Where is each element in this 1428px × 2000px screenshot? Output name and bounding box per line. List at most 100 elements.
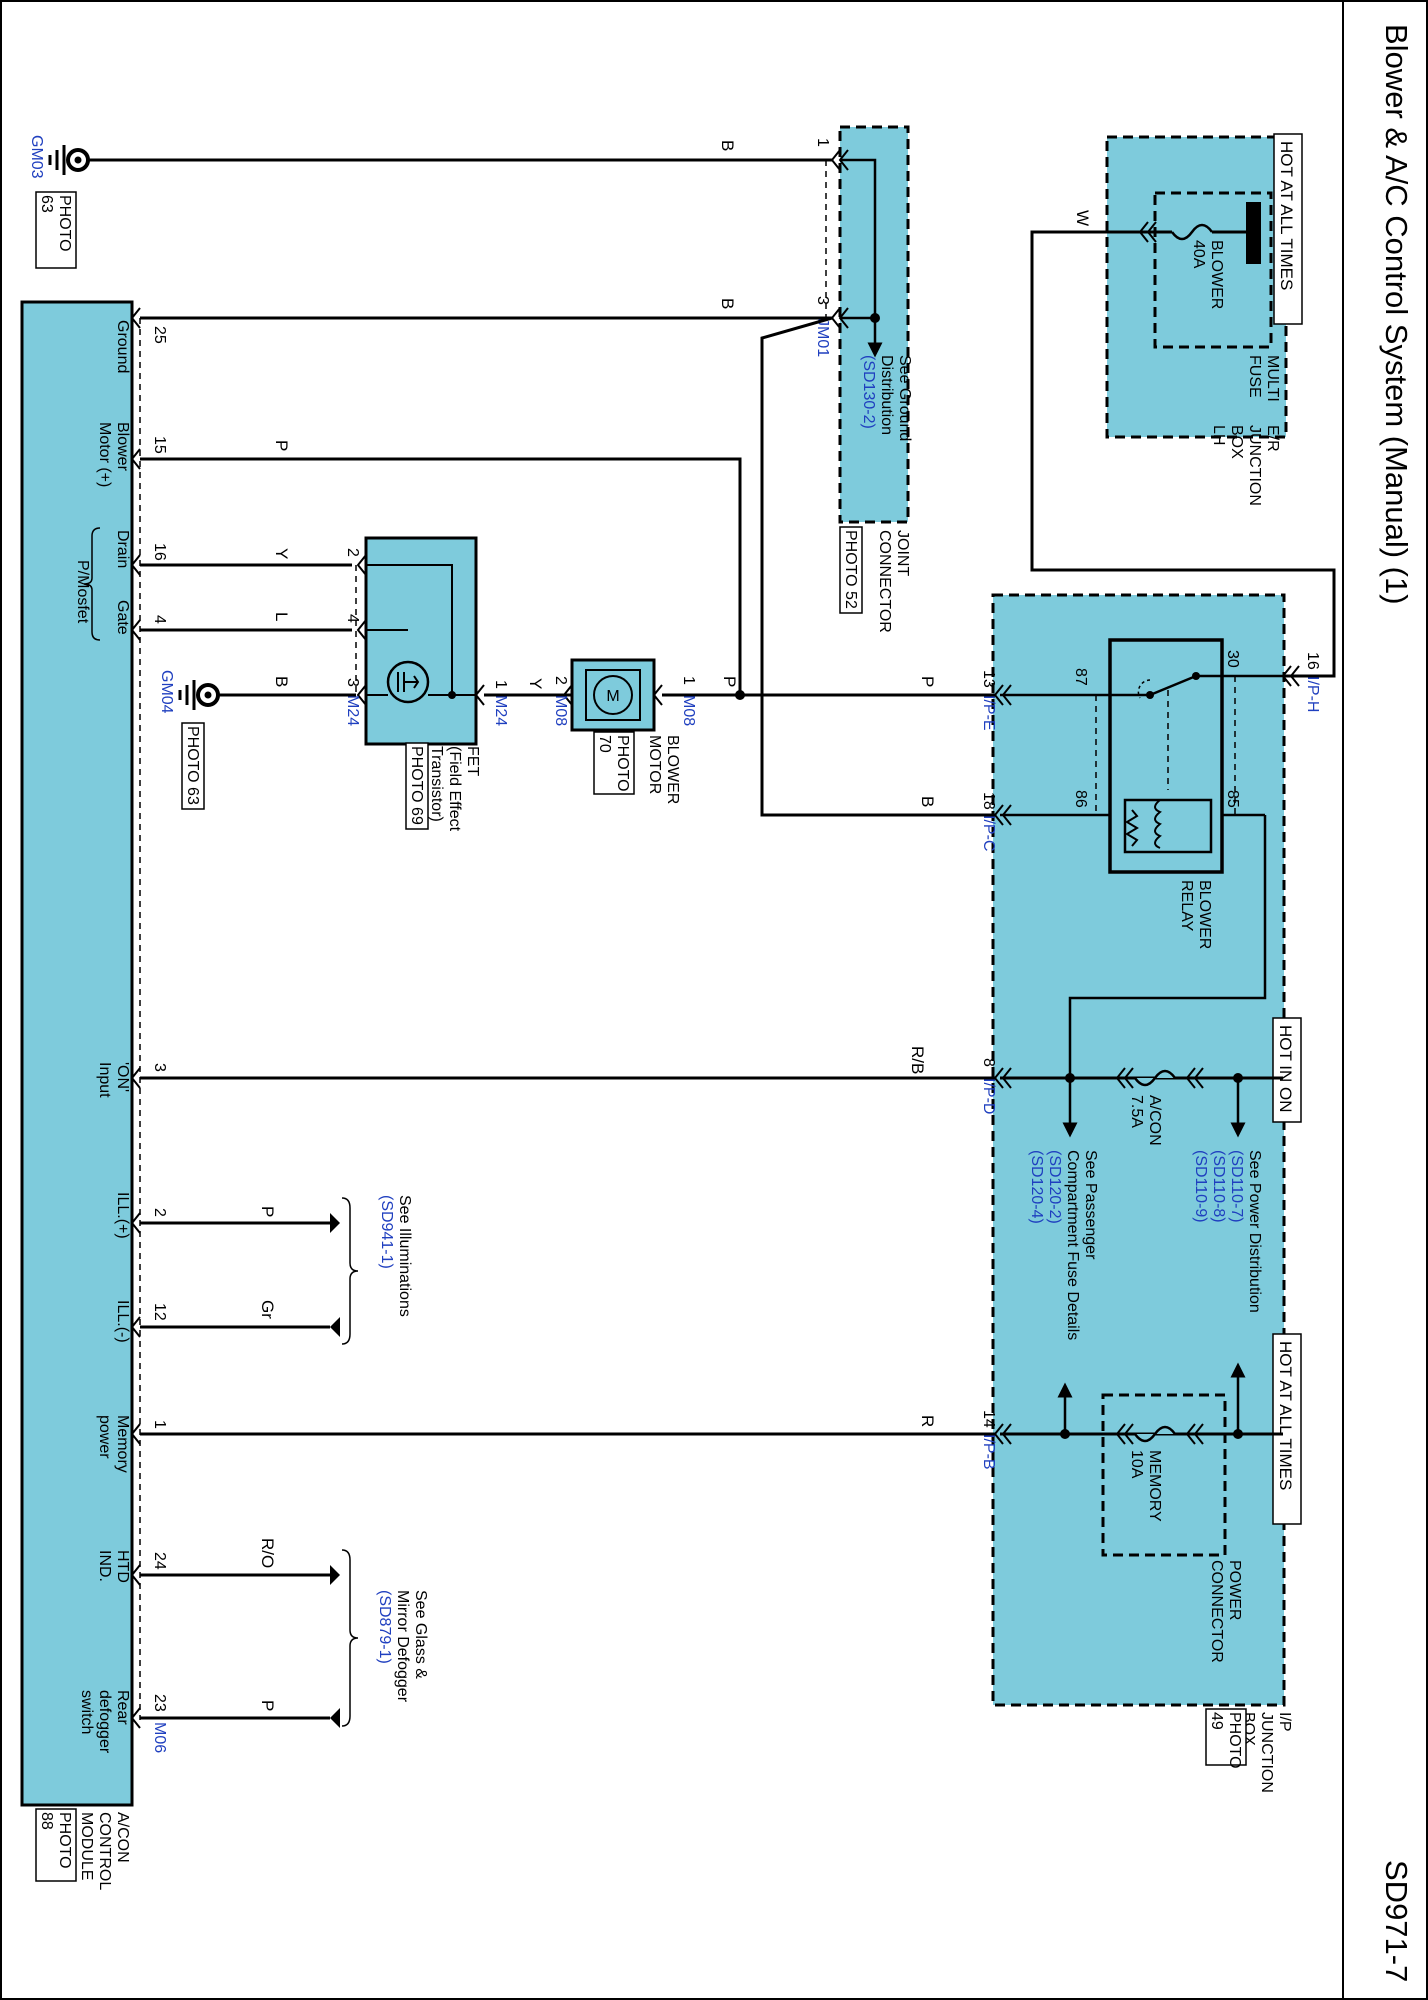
wire-color-ill-pos: P bbox=[258, 1206, 277, 1217]
joint-internal-wire bbox=[840, 158, 877, 318]
gm04-photo-badge bbox=[181, 722, 205, 810]
motor-photo-num: 70 bbox=[596, 735, 613, 753]
module-pin-15: 15 bbox=[151, 436, 168, 454]
ground-gm04-dot bbox=[204, 691, 212, 699]
ip-b-connector: I/P-B bbox=[980, 1434, 997, 1470]
connector-chevron-icon-25 bbox=[356, 684, 367, 706]
pass-fuse-ref-1[interactable]: (SD120-2) bbox=[1046, 1150, 1063, 1224]
fet-name-3: Transistor) bbox=[428, 746, 445, 822]
connector-chevron-icon-14 bbox=[130, 448, 141, 470]
module-pin-3: 3 bbox=[151, 1063, 168, 1072]
pin-label-on: 'ON' bbox=[114, 1062, 131, 1092]
blower-relay bbox=[1108, 638, 1224, 874]
illum-brace bbox=[341, 1197, 359, 1345]
gm03-photo-num: 63 bbox=[38, 195, 55, 213]
connector-chevron-icon-27 bbox=[562, 684, 573, 706]
wire-color-fet-gnd: B bbox=[272, 676, 291, 687]
fet-name: FET bbox=[464, 746, 481, 776]
gm04-photo: PHOTO 63 bbox=[184, 726, 201, 805]
joint-pin-1: 1 bbox=[814, 138, 831, 147]
pin-label-rear: Rear bbox=[114, 1690, 131, 1725]
module-photo-num: 88 bbox=[38, 1812, 55, 1830]
blower-fuse-label: BLOWER bbox=[1208, 240, 1225, 309]
power-dist-ref-2[interactable]: (SD110-8) bbox=[1210, 1150, 1227, 1223]
relay-coil-frame bbox=[1123, 798, 1213, 854]
fet-transistor-icon bbox=[386, 660, 430, 704]
er-junction-name: E/R bbox=[1264, 425, 1281, 452]
connector-chevron-icon-18 bbox=[130, 1212, 141, 1234]
hot-in-on-label: HOT IN ON bbox=[1276, 1025, 1295, 1113]
connector-chevron-icon-26 bbox=[474, 684, 485, 706]
wire-color-ipd8: R/B bbox=[908, 1046, 927, 1074]
fuse-icon bbox=[1170, 223, 1214, 241]
wire-color-w: W bbox=[1073, 210, 1092, 226]
htd-arrow-icon bbox=[330, 1565, 340, 1585]
pass-fuse-ref-2[interactable]: (SD120-4) bbox=[1028, 1150, 1045, 1224]
motor-connector-id: M08 bbox=[680, 695, 697, 726]
fet-connector-id-2: M24 bbox=[344, 695, 361, 726]
er-junction-name-3: BOX bbox=[1228, 425, 1245, 459]
ip-photo-badge bbox=[1205, 1708, 1247, 1766]
pin-label-rear-3: switch bbox=[78, 1690, 95, 1734]
ip-photo-label: PHOTO bbox=[1226, 1712, 1243, 1769]
rear-arrow-icon bbox=[330, 1708, 340, 1728]
wire-color-ipb14: R bbox=[918, 1415, 937, 1427]
wire-color-ipe13: P bbox=[918, 676, 937, 687]
mosfet-brace bbox=[83, 527, 101, 641]
ground-dist-ref[interactable]: (SD130-2) bbox=[860, 355, 877, 429]
ip-e-connector: I/P-E bbox=[980, 695, 997, 731]
connector-chevron-icon-23 bbox=[356, 554, 367, 576]
motor-junction-dot bbox=[735, 690, 745, 700]
fet-pin-3: 3 bbox=[344, 678, 361, 687]
connector-chevron-icon-20 bbox=[130, 1423, 141, 1445]
gm04-id: GM04 bbox=[158, 670, 175, 714]
motor-pin-1: 1 bbox=[680, 676, 697, 685]
connector-chevron-icon-21 bbox=[130, 1564, 141, 1586]
multi-fuse-label-2: FUSE bbox=[1246, 355, 1263, 398]
pin-label-drain: Drain bbox=[114, 530, 131, 568]
relay-contact bbox=[1149, 674, 1197, 697]
gm03-photo: PHOTO bbox=[56, 195, 73, 252]
pin-label-gate: Gate bbox=[114, 600, 131, 635]
motor-symbol: M bbox=[606, 688, 619, 705]
memory-fuse-rating: 10A bbox=[1128, 1450, 1145, 1479]
pin-label-mosfet: P/Mosfet bbox=[74, 560, 91, 624]
module-pin-4: 4 bbox=[151, 615, 168, 624]
fet-gate-mark bbox=[397, 672, 420, 692]
hot-at-all-times-badge-2 bbox=[1272, 1333, 1302, 1525]
acon-control-module bbox=[20, 300, 134, 1807]
relay-name: BLOWER bbox=[1196, 880, 1213, 949]
fet-pin-4: 4 bbox=[344, 614, 361, 623]
connector-chevron-icon-4 bbox=[1185, 1423, 1204, 1445]
relay-resistor-icon bbox=[1125, 809, 1139, 847]
relay-pin-86: 86 bbox=[1072, 790, 1089, 808]
acon-fuse-icon bbox=[1133, 1069, 1177, 1087]
power-dist-ref-3[interactable]: (SD110-9) bbox=[1192, 1150, 1209, 1223]
motor-photo-badge bbox=[593, 731, 635, 795]
pass-fuse-see-2: Compartment Fuse Details bbox=[1064, 1150, 1081, 1340]
motor-name-2: MOTOR bbox=[646, 735, 663, 794]
module-pin-16: 16 bbox=[151, 543, 168, 561]
connector-chevron-icon-24 bbox=[356, 619, 367, 641]
fet-node bbox=[448, 691, 456, 699]
wire-color-ipc18: B bbox=[918, 796, 937, 807]
module-pin-2: 2 bbox=[151, 1208, 168, 1217]
ill-pos-arrow-icon bbox=[330, 1213, 340, 1233]
connector-chevron-icon-3 bbox=[1115, 1067, 1134, 1089]
page-code: SD971-7 bbox=[1379, 1860, 1414, 1982]
module-connector-id: M06 bbox=[151, 1722, 168, 1753]
connector-chevron-icon-28 bbox=[652, 684, 663, 706]
relay-pin-87: 87 bbox=[1072, 668, 1089, 686]
pin-label-on-2: Input bbox=[96, 1062, 113, 1098]
er-junction-name-2: JUNCTION bbox=[1246, 425, 1263, 506]
power-dist-ref-1[interactable]: (SD110-7) bbox=[1228, 1150, 1245, 1223]
wire-85-feed bbox=[1068, 815, 1267, 1078]
connector-chevron-icon-5 bbox=[1115, 1423, 1134, 1445]
connector-chevron-icon-22 bbox=[130, 1707, 141, 1729]
illum-ref[interactable]: (SD941-1) bbox=[378, 1195, 395, 1269]
defog-ref[interactable]: (SD879-1) bbox=[376, 1590, 393, 1664]
ip-junction-name: I/P bbox=[1276, 1712, 1293, 1732]
module-name-3: MODULE bbox=[78, 1812, 95, 1880]
ip-d-pin: 8 bbox=[980, 1058, 997, 1067]
